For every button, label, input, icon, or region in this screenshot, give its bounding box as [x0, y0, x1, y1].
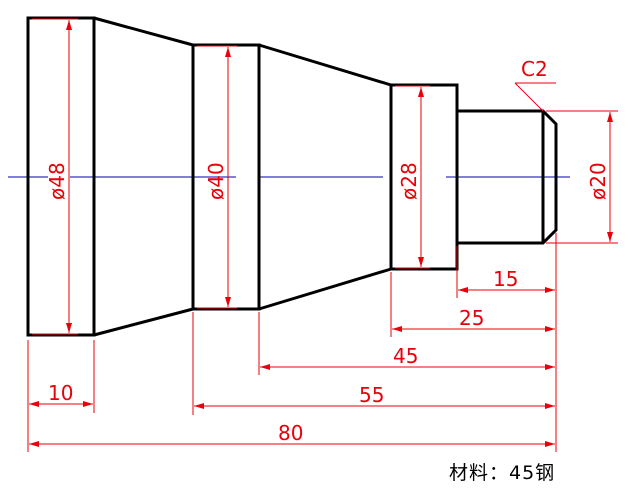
label-len-15: 15 — [493, 267, 518, 291]
section-d40 — [191, 43, 261, 311]
label-d28: ø28 — [397, 162, 421, 200]
length-dimensions — [29, 287, 555, 447]
diameter-dimensions — [66, 20, 618, 333]
chamfer-leader — [514, 82, 556, 112]
section-d48 — [26, 16, 96, 337]
diameter-labels: ø48 ø40 ø28 ø20 — [45, 162, 610, 200]
label-len-25: 25 — [459, 306, 484, 330]
section-d20 — [457, 109, 558, 245]
extension-lines — [27, 233, 557, 452]
label-len-55: 55 — [359, 383, 384, 407]
section-d28 — [389, 83, 459, 271]
shaft-outline — [26, 16, 558, 337]
label-d20: ø20 — [586, 162, 610, 200]
label-chamfer: C2 — [521, 57, 548, 81]
label-d40: ø40 — [204, 162, 228, 200]
material-note: 材料：45钢 — [449, 462, 556, 484]
label-len-45: 45 — [393, 344, 418, 368]
label-len-10: 10 — [48, 381, 73, 405]
label-d48: ø48 — [45, 162, 69, 200]
length-labels: 10 15 25 45 55 80 — [48, 267, 518, 445]
label-len-80: 80 — [278, 421, 303, 445]
